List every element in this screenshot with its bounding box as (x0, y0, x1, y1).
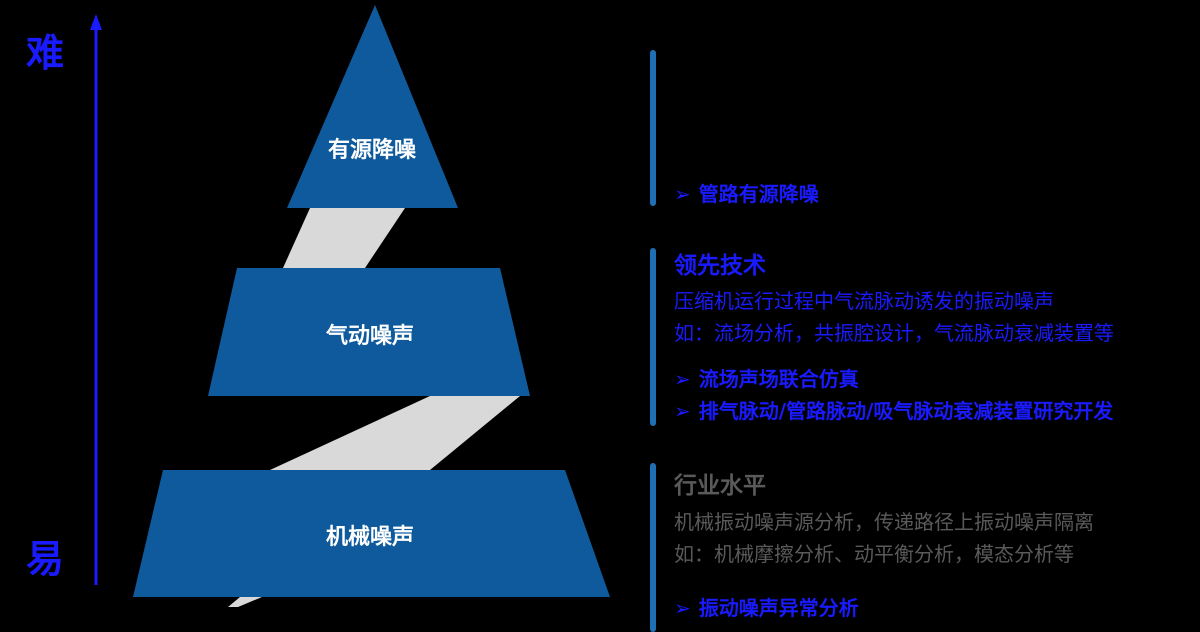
section-heading-leading: 领先技术 (674, 253, 766, 279)
bullet-item: ➢ 排气脉动/管路脉动/吸气脉动衰减装置研究开发 (674, 395, 1113, 424)
section-line: 如：机械摩擦分析、动平衡分析，模态分析等 (674, 542, 1074, 566)
section-line: 压缩机运行过程中气流脉动诱发的振动噪声 (674, 289, 1054, 313)
section-heading-industry: 行业水平 (674, 473, 766, 499)
section-bar-top (650, 50, 656, 206)
pyramid-level-middle (208, 268, 530, 396)
level-label-aero-noise: 气动噪声 (325, 324, 414, 349)
axis-label-easy: 易 (26, 537, 65, 581)
bullet-text: 管路有源降噪 (698, 182, 819, 206)
bullet-arrow-icon: ➢ (674, 596, 691, 620)
level-label-active-noise: 有源降噪 (327, 138, 416, 163)
connector-middle (270, 396, 520, 470)
bullet-item: ➢ 管路有源降噪 (674, 178, 819, 207)
pyramid-level-top (287, 5, 458, 208)
section-line: 如：流场分析，共振腔设计，气流脉动衰减装置等 (674, 321, 1114, 345)
connector-top (283, 208, 405, 268)
level-label-mech-noise: 机械噪声 (325, 525, 414, 550)
section-line: 机械振动噪声源分析，传递路径上振动噪声隔离 (674, 510, 1094, 534)
bullet-arrow-icon: ➢ (674, 367, 691, 391)
bullet-text: 排气脉动/管路脉动/吸气脉动衰减装置研究开发 (698, 399, 1114, 423)
axis-label-hard: 难 (26, 31, 65, 75)
pyramid-level-bottom (133, 470, 610, 597)
bullet-arrow-icon: ➢ (674, 399, 691, 423)
section-bar-bottom (650, 463, 656, 632)
bullet-arrow-icon: ➢ (674, 182, 691, 206)
bullet-text: 流场声场联合仿真 (698, 367, 859, 391)
bullet-item: ➢ 振动噪声异常分析 (674, 592, 859, 621)
difficulty-axis-arrowhead-icon (90, 14, 102, 30)
bullet-text: 振动噪声异常分析 (698, 596, 859, 620)
connector-tail (228, 597, 262, 607)
section-bar-middle (650, 248, 656, 426)
bullet-item: ➢ 流场声场联合仿真 (674, 363, 859, 392)
